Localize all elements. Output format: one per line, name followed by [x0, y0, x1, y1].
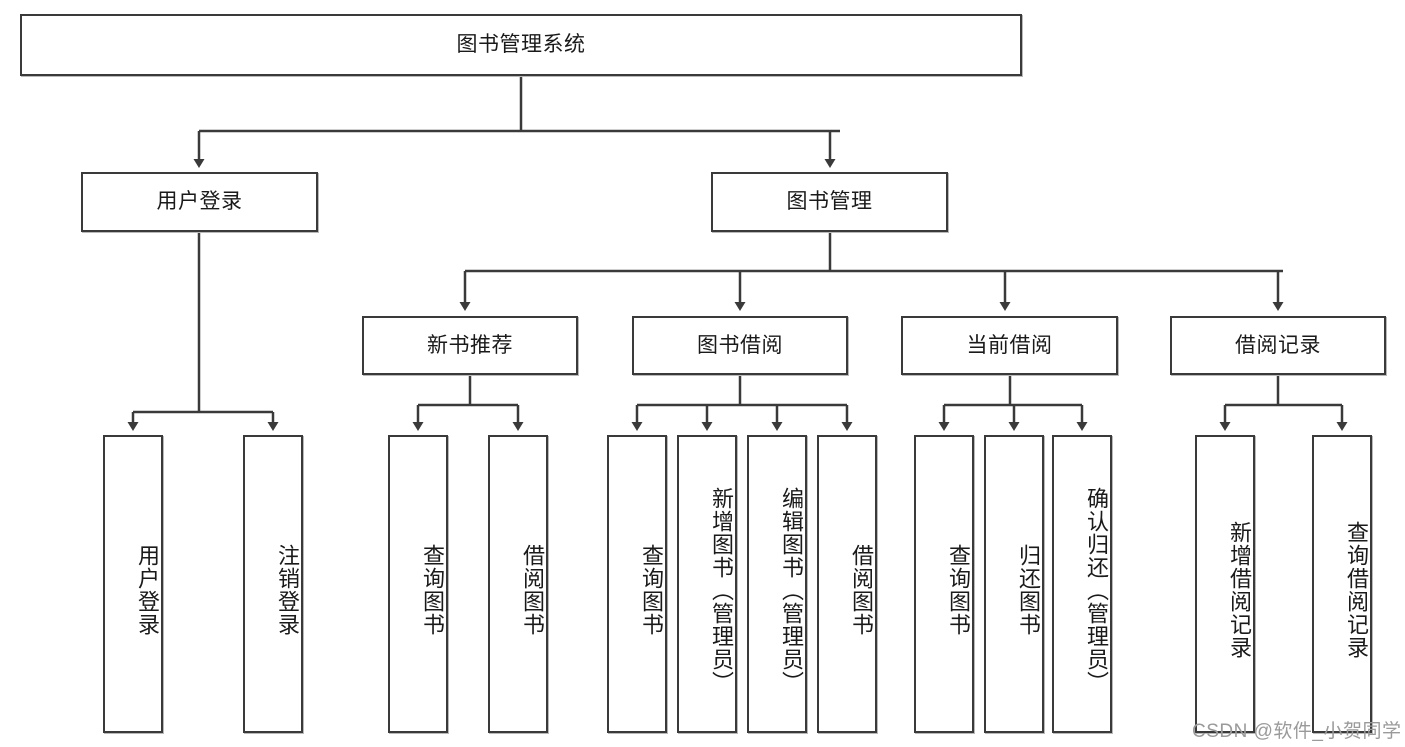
node-label: 注销登录 — [275, 544, 300, 636]
node-label: 当前借阅 — [966, 333, 1053, 357]
node-current-borrow[interactable]: 当前借阅 — [901, 316, 1118, 375]
leaf-user-login-logout[interactable]: 注销登录 — [243, 435, 303, 733]
leaf-borrow-borrow-book[interactable]: 借阅图书 — [817, 435, 877, 733]
node-book-borrow[interactable]: 图书借阅 — [632, 316, 848, 375]
leaf-borrow-add-book-admin[interactable]: 新增图书（管理员） — [677, 435, 737, 733]
leaf-current-confirm-return-admin[interactable]: 确认归还（管理员） — [1052, 435, 1112, 733]
leaf-user-login-signin[interactable]: 用户登录 — [103, 435, 163, 733]
node-label: 图书借阅 — [697, 333, 783, 357]
node-label: 图书管理 — [786, 190, 873, 214]
leaf-borrow-query-book[interactable]: 查询图书 — [607, 435, 667, 733]
node-label: 图书管理系统 — [456, 33, 586, 57]
leaf-borrow-edit-book-admin[interactable]: 编辑图书（管理员） — [747, 435, 807, 733]
leaf-records-add-record[interactable]: 新增借阅记录 — [1195, 435, 1255, 733]
node-user-login[interactable]: 用户登录 — [81, 172, 318, 232]
node-new-book-recommend[interactable]: 新书推荐 — [362, 316, 578, 375]
leaf-recommend-borrow-book[interactable]: 借阅图书 — [488, 435, 548, 733]
leaf-recommend-query-book[interactable]: 查询图书 — [388, 435, 448, 733]
node-book-management[interactable]: 图书管理 — [711, 172, 948, 232]
node-borrow-records[interactable]: 借阅记录 — [1170, 316, 1386, 375]
node-label: 用户登录 — [135, 544, 160, 636]
node-label: 用户登录 — [156, 190, 243, 214]
node-label: 借阅图书 — [520, 544, 545, 636]
leaf-records-query-record[interactable]: 查询借阅记录 — [1312, 435, 1372, 733]
node-label: 确认归还（管理员） — [1084, 486, 1109, 694]
node-label: 新增图书（管理员） — [709, 486, 734, 694]
leaf-current-return-book[interactable]: 归还图书 — [984, 435, 1044, 733]
node-label: 查询借阅记录 — [1344, 521, 1369, 659]
node-label: 编辑图书（管理员） — [779, 486, 804, 694]
node-label: 借阅图书 — [849, 544, 874, 636]
node-label: 借阅记录 — [1235, 333, 1321, 357]
node-label: 查询图书 — [946, 544, 971, 636]
leaf-current-query-book[interactable]: 查询图书 — [914, 435, 974, 733]
watermark-text: CSDN @软件_小贺同学 — [1192, 721, 1402, 742]
node-label: 归还图书 — [1016, 544, 1041, 636]
node-label: 查询图书 — [639, 544, 664, 636]
node-root-system[interactable]: 图书管理系统 — [20, 14, 1022, 76]
node-label: 新书推荐 — [427, 333, 513, 357]
node-label: 新增借阅记录 — [1227, 521, 1252, 659]
node-label: 查询图书 — [420, 544, 445, 636]
